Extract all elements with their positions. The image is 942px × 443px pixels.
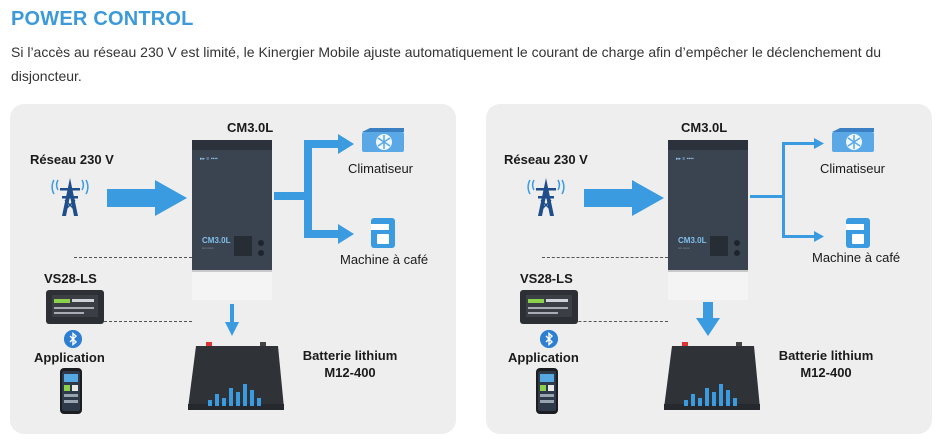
coffee-label: Machine à café: [340, 252, 429, 267]
ac-label: Climatiseur: [348, 161, 414, 176]
monitor-icon: [520, 290, 578, 324]
page-description: Si l’accès au réseau 230 V est limité, l…: [11, 44, 882, 84]
comm-line-app: [558, 321, 668, 322]
coffee-machine-icon: [371, 218, 395, 248]
monitor-label: VS28-LS: [44, 271, 97, 286]
power-tower-icon: [51, 178, 89, 216]
grid-label: Réseau 230 V: [504, 152, 588, 167]
inverter-unit: ▸▸ ≡ ▪▪▪▪ CM3.0L ▪▪▪▪ ▪▪▪▪▪▪: [668, 140, 748, 300]
inverter-model-text: CM3.0L: [202, 236, 231, 245]
comm-line-app: [84, 321, 192, 322]
diagram-panel-right: CM3.0L Réseau 230 V ▸▸ ≡ ▪▪▪▪ CM3.0L ▪▪▪…: [486, 104, 932, 434]
inverter-label: CM3.0L: [681, 120, 728, 135]
inverter-to-loads-arrow: [274, 134, 354, 244]
inverter-to-battery-arrow: [696, 302, 720, 336]
monitor-label: VS28-LS: [520, 271, 573, 286]
app-label: Application: [508, 350, 579, 365]
app-label: Application: [34, 350, 105, 365]
diagram-panel-left: CM3.0L Réseau 230 V ▸▸ ≡ ▪▪▪▪ CM3.0L ▪▪▪…: [10, 104, 456, 434]
bluetooth-icon: [540, 330, 558, 348]
comm-line-monitor: [74, 257, 192, 258]
bluetooth-icon: [64, 330, 82, 348]
battery-label-line2: M12-400: [324, 365, 376, 380]
air-conditioner-icon: [362, 128, 404, 152]
inverter-brand-logo: ▸▸ ≡ ▪▪▪▪: [200, 156, 218, 162]
coffee-label: Machine à café: [812, 250, 901, 265]
inverter-to-battery-arrow: [225, 304, 239, 336]
grid-label: Réseau 230 V: [30, 152, 114, 167]
inverter-model-text: CM3.0L: [678, 236, 707, 245]
inverter-label: CM3.0L: [227, 120, 274, 135]
battery-label-line2: M12-400: [800, 365, 852, 380]
grid-to-inverter-arrow: [107, 180, 187, 216]
battery-label-line1: Batterie lithium: [778, 348, 874, 363]
ac-label: Climatiseur: [820, 161, 886, 176]
coffee-machine-icon: [846, 218, 870, 248]
inverter-to-loads-arrow: [750, 138, 824, 242]
battery-icon: [664, 342, 760, 410]
inverter-unit: ▸▸ ≡ ▪▪▪▪ CM3.0L ▪▪▪▪ ▪▪▪▪▪▪: [192, 140, 272, 300]
comm-line-monitor: [542, 257, 668, 258]
inverter-brand-logo: ▸▸ ≡ ▪▪▪▪: [676, 156, 694, 162]
grid-to-inverter-arrow: [584, 180, 664, 216]
smartphone-icon: [60, 368, 82, 414]
power-tower-icon: [527, 178, 565, 216]
page-title: POWER CONTROL: [11, 8, 194, 30]
monitor-icon: [46, 290, 104, 324]
smartphone-icon: [536, 368, 558, 414]
air-conditioner-icon: [832, 128, 874, 152]
battery-icon: [188, 342, 284, 410]
battery-label-line1: Batterie lithium: [302, 348, 398, 363]
